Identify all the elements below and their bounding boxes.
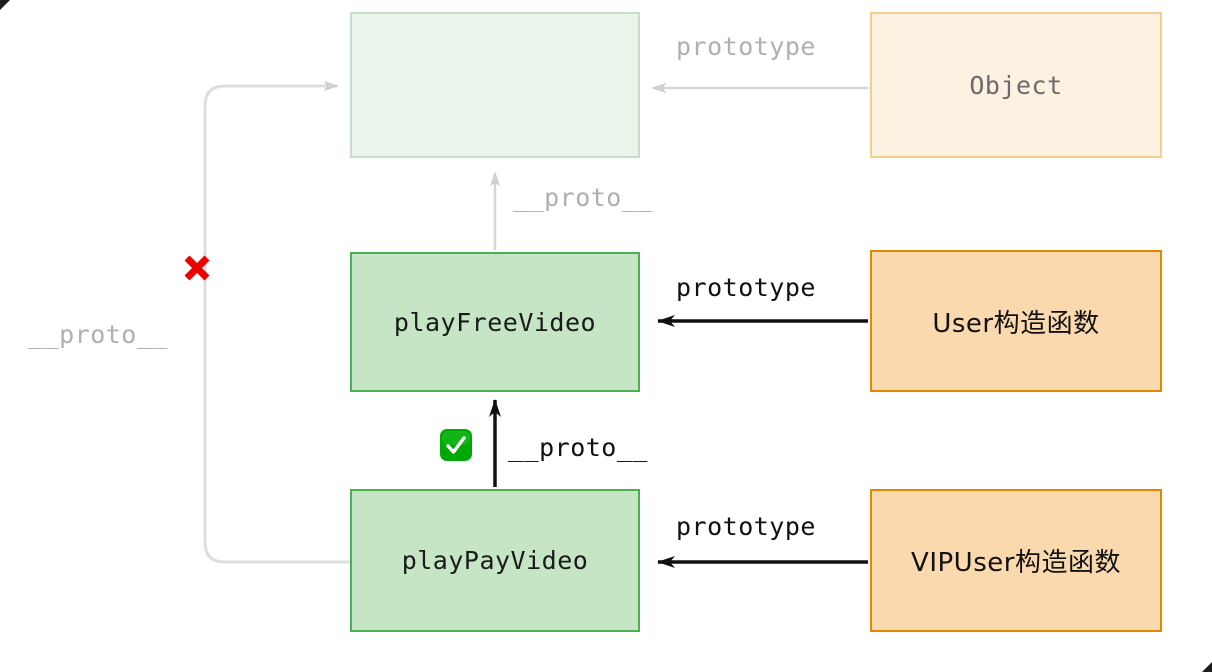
label-prototype-vipuser: prototype (676, 512, 816, 541)
label-prototype-user: prototype (676, 273, 816, 302)
label-proto-free-to-object-prototype: __proto__ (513, 183, 653, 212)
canvas-corner-top-left (0, 0, 10, 10)
node-object[interactable]: Object (870, 12, 1162, 158)
node-object-prototype[interactable] (350, 12, 640, 158)
node-vipuser-constructor[interactable]: VIPUser构造函数 (870, 489, 1162, 632)
cross-mark-icon (184, 255, 210, 281)
node-play-free-video[interactable]: playFreeVideo (350, 252, 640, 392)
label-proto-pay-to-object-prototype: __proto__ (28, 320, 168, 349)
node-user-constructor[interactable]: User构造函数 (870, 250, 1162, 392)
label-prototype-object: prototype (676, 32, 816, 61)
canvas-resize-handle[interactable] (1202, 662, 1212, 672)
edge-pay-proto-to-objproto (203, 86, 352, 564)
label-proto-pay-to-free: __proto__ (508, 433, 648, 462)
node-play-pay-video[interactable]: playPayVideo (350, 489, 640, 632)
check-mark-icon (440, 429, 472, 461)
